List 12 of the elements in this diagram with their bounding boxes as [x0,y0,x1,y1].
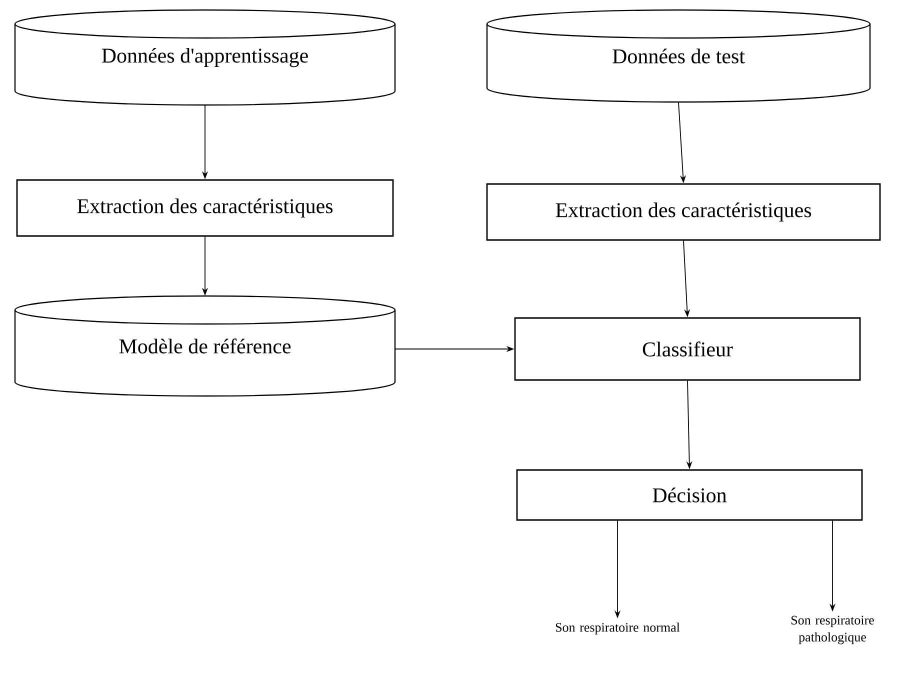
node-label: Données de test [612,48,745,64]
database-cylinder: Modèle de référence [14,295,396,397]
database-cylinder: Données de test [486,9,871,103]
node-label: Données d'apprentissage [102,48,308,68]
process-box: Extraction des caractéristiques [16,179,394,237]
database-cylinder: Données d'apprentissage [14,9,396,106]
output-label: Son respiratoire pathologique [792,616,874,644]
node-label: Modèle de référence [119,338,291,354]
output-label: Son respiratoire normal [556,622,680,634]
process-box: Classifieur [514,317,861,381]
process-box: Décision [516,469,863,521]
process-box: Extraction des caractéristiques [486,183,881,241]
